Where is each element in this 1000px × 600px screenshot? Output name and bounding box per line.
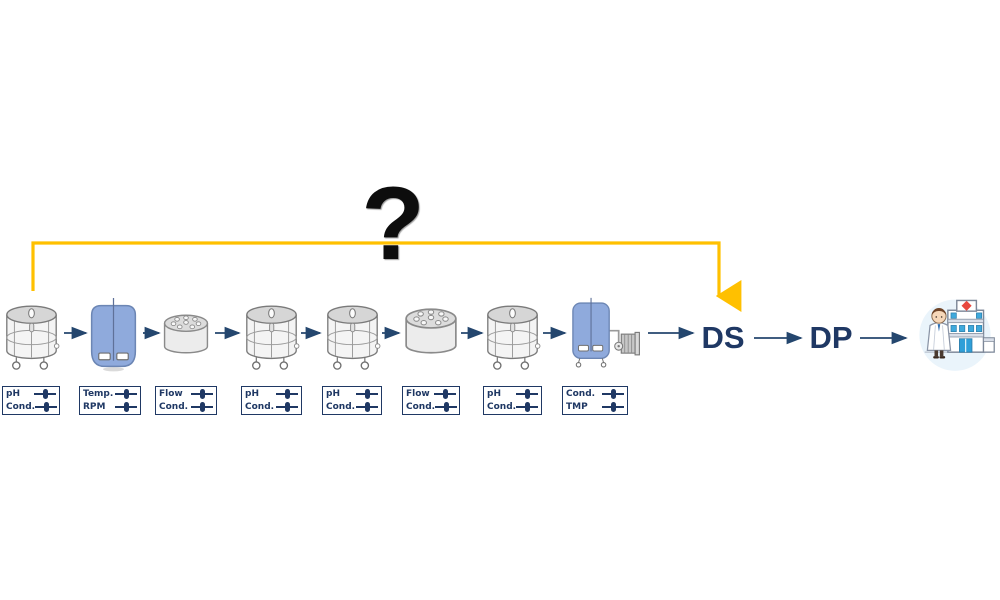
param-box-mixing-tank-1: pH Cond. bbox=[2, 386, 60, 415]
param-row: Cond. bbox=[566, 388, 624, 400]
param-label: pH bbox=[487, 389, 501, 399]
slider-icon bbox=[115, 401, 137, 413]
param-label: pH bbox=[245, 389, 259, 399]
param-row: Cond. bbox=[406, 401, 458, 413]
param-box-filter-1: Flow Cond. bbox=[155, 386, 217, 415]
param-box-mixing-tank-4: pH Cond. bbox=[483, 386, 542, 415]
slider-icon bbox=[34, 388, 56, 400]
param-label: Cond. bbox=[566, 389, 596, 399]
slider-icon bbox=[434, 388, 456, 400]
slider-icon bbox=[276, 401, 298, 413]
slider-icon bbox=[435, 401, 458, 413]
param-box-filter-2: Flow Cond. bbox=[402, 386, 460, 415]
vessel-with-pump-icon bbox=[572, 297, 641, 368]
slider-icon bbox=[35, 401, 58, 413]
param-label: Flow bbox=[159, 389, 183, 399]
param-row: pH bbox=[487, 388, 538, 400]
slider-icon bbox=[276, 388, 298, 400]
doctor-hospital-icon bbox=[918, 298, 995, 372]
process-flow-arrows bbox=[64, 326, 908, 345]
param-label: Cond. bbox=[159, 402, 189, 412]
param-row: Flow bbox=[406, 388, 456, 400]
param-row: Cond. bbox=[487, 401, 539, 413]
param-label: RPM bbox=[83, 402, 106, 412]
param-row: pH bbox=[6, 388, 56, 400]
stirred-tote-tank-icon bbox=[246, 305, 300, 370]
param-row: pH bbox=[245, 388, 298, 400]
slider-icon bbox=[602, 388, 624, 400]
slider-icon bbox=[356, 401, 378, 413]
param-row: Cond. bbox=[245, 401, 298, 413]
param-row: Flow bbox=[159, 388, 213, 400]
param-label: Cond. bbox=[326, 402, 356, 412]
slider-icon bbox=[602, 401, 624, 413]
param-label: pH bbox=[6, 389, 20, 399]
stirred-tote-tank-icon bbox=[487, 305, 541, 370]
param-label: Cond. bbox=[6, 402, 36, 412]
slider-icon bbox=[191, 401, 213, 413]
param-box-mixing-tank-3: pH Cond. bbox=[322, 386, 382, 415]
param-label: pH bbox=[326, 389, 340, 399]
dp-label: DP bbox=[809, 320, 853, 355]
param-row: Cond. bbox=[159, 401, 213, 413]
slider-icon bbox=[356, 388, 378, 400]
param-label: TMP bbox=[566, 402, 588, 412]
ds-label: DS bbox=[701, 320, 745, 355]
param-label: Flow bbox=[406, 389, 430, 399]
param-row: Temp. bbox=[83, 388, 137, 400]
slider-icon bbox=[516, 388, 538, 400]
feedback-loop-arrow bbox=[31, 241, 742, 312]
param-box-mixing-tank-2: pH Cond. bbox=[241, 386, 302, 415]
slider-icon bbox=[516, 401, 539, 413]
param-label: Temp. bbox=[83, 389, 114, 399]
stirred-tote-tank-icon bbox=[6, 305, 60, 370]
param-row: TMP bbox=[566, 401, 624, 413]
slider-icon bbox=[115, 388, 137, 400]
param-label: Cond. bbox=[487, 402, 517, 412]
param-row: Cond. bbox=[6, 401, 58, 413]
slider-icon bbox=[191, 388, 213, 400]
filter-capsule-icon bbox=[163, 314, 209, 354]
param-row: Cond. bbox=[326, 401, 378, 413]
param-row: pH bbox=[326, 388, 378, 400]
param-box-bioreactor: Temp. RPM bbox=[79, 386, 141, 415]
question-mark: ? bbox=[361, 166, 425, 282]
stirred-tote-tank-icon bbox=[327, 305, 381, 370]
param-label: Cond. bbox=[406, 402, 436, 412]
filter-capsule-icon bbox=[405, 308, 457, 354]
bioreactor-vessel-icon bbox=[90, 297, 137, 373]
param-row: RPM bbox=[83, 401, 137, 413]
param-label: Cond. bbox=[245, 402, 275, 412]
param-box-uf-df-skid: Cond. TMP bbox=[562, 386, 628, 415]
